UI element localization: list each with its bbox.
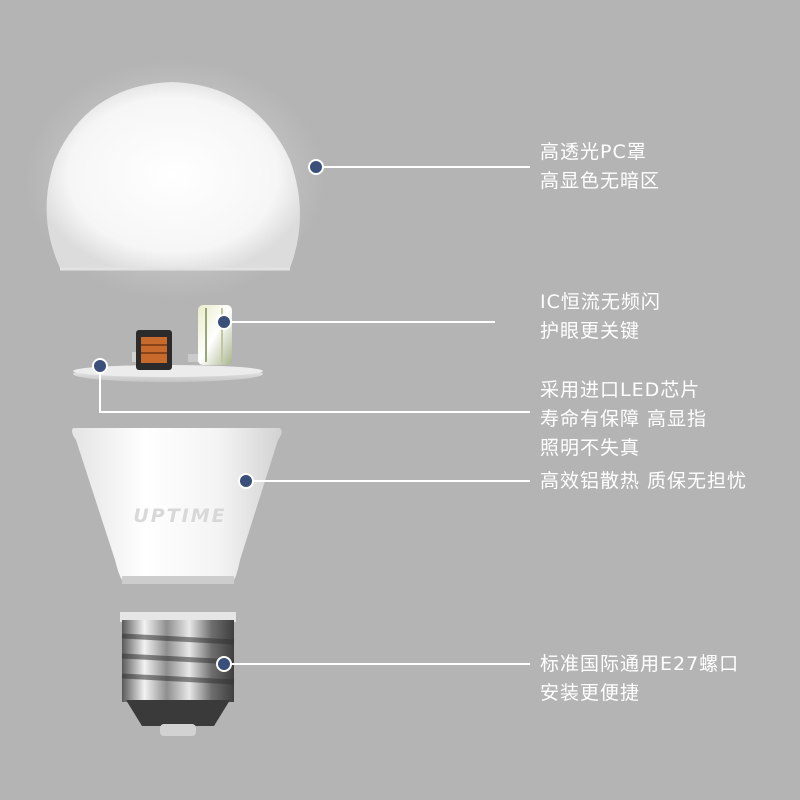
label-line: 标准国际通用E27螺口	[540, 653, 740, 675]
label-line: 高显色无暗区	[540, 170, 661, 192]
label-line: 采用进口LED芯片	[540, 379, 701, 401]
pointer-dots	[92, 159, 324, 672]
label-line: 寿命有保障 高显指	[540, 408, 708, 430]
label-line: 高透光PC罩	[540, 141, 647, 163]
label-ic-driver: IC恒流无频闪 护眼更关键	[540, 288, 661, 346]
label-line: 护眼更关键	[540, 320, 641, 342]
label-aluminum-body: 高效铝散热 质保无担忧	[540, 467, 747, 496]
label-line: 照明不失真	[540, 437, 641, 459]
label-pc-cover: 高透光PC罩 高显色无暗区	[540, 138, 660, 196]
label-line: 安装更便捷	[540, 682, 641, 704]
label-line: 高效铝散热 质保无担忧	[540, 470, 748, 492]
pointer-lines	[99, 166, 530, 665]
label-e27-base: 标准国际通用E27螺口 安装更便捷	[540, 650, 739, 708]
pc-cover-dome	[25, 60, 325, 300]
aluminum-heat-sink-body: UPTIME	[72, 428, 282, 584]
label-line: IC恒流无频闪	[540, 291, 661, 313]
brand-logo-text: UPTIME	[133, 505, 226, 527]
label-led-chip: 采用进口LED芯片 寿命有保障 高显指 照明不失真	[540, 376, 707, 463]
ic-driver-board	[73, 305, 263, 382]
e27-screw-base	[120, 612, 236, 736]
